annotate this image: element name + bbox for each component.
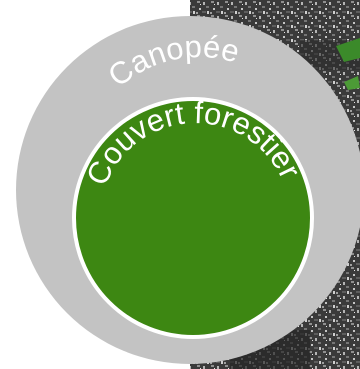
vegetation-patches: [336, 38, 360, 90]
forest-cover-inner-circle: [72, 97, 314, 339]
